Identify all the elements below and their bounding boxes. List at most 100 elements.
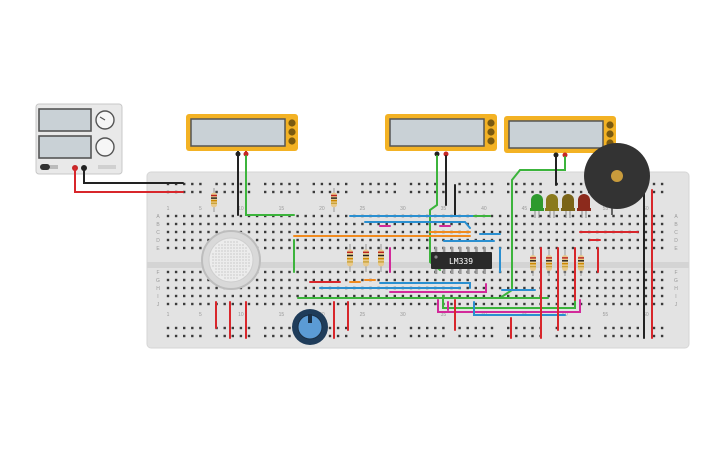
breadboard-hole[interactable] <box>612 246 615 250</box>
breadboard-hole[interactable] <box>166 246 170 250</box>
breadboard-hole[interactable] <box>571 246 575 250</box>
breadboard-hole[interactable] <box>377 222 380 226</box>
breadboard-hole[interactable] <box>191 286 194 290</box>
breadboard-hole[interactable] <box>199 214 202 218</box>
breadboard-hole[interactable] <box>612 278 615 282</box>
breadboard-hole[interactable] <box>434 190 437 194</box>
breadboard-hole[interactable] <box>393 182 396 186</box>
breadboard-hole[interactable] <box>401 246 405 250</box>
breadboard-hole[interactable] <box>660 214 664 218</box>
breadboard-hole[interactable] <box>174 238 178 242</box>
breadboard-hole[interactable] <box>336 246 340 250</box>
breadboard-hole[interactable] <box>563 230 567 234</box>
breadboard-hole[interactable] <box>628 334 631 338</box>
breadboard-hole[interactable] <box>588 286 591 290</box>
breadboard-hole[interactable] <box>612 222 615 226</box>
breadboard-hole[interactable] <box>385 238 388 242</box>
breadboard-hole[interactable] <box>239 294 243 298</box>
breadboard-hole[interactable] <box>336 334 340 338</box>
breadboard-hole[interactable] <box>588 214 591 218</box>
breadboard-hole[interactable] <box>579 214 583 218</box>
breadboard-hole[interactable] <box>223 334 226 338</box>
breadboard-hole[interactable] <box>660 222 664 226</box>
breadboard-hole[interactable] <box>539 214 542 218</box>
breadboard-hole[interactable] <box>434 278 437 282</box>
breadboard-hole[interactable] <box>272 270 275 274</box>
breadboard-hole[interactable] <box>531 278 534 282</box>
breadboard-hole[interactable] <box>377 302 380 306</box>
wires[interactable] <box>74 155 653 339</box>
breadboard-hole[interactable] <box>231 334 234 338</box>
breadboard-hole[interactable] <box>523 294 526 298</box>
breadboard-hole[interactable] <box>401 294 405 298</box>
breadboard-hole[interactable] <box>620 222 623 226</box>
breadboard-hole[interactable] <box>207 302 210 306</box>
breadboard-hole[interactable] <box>385 294 388 298</box>
breadboard-hole[interactable] <box>579 190 583 194</box>
breadboard-hole[interactable] <box>345 182 348 186</box>
breadboard-hole[interactable] <box>264 302 267 306</box>
breadboard-hole[interactable] <box>183 214 186 218</box>
breadboard-hole[interactable] <box>255 230 259 234</box>
breadboard-hole[interactable] <box>393 246 396 250</box>
breadboard-hole[interactable] <box>328 294 332 298</box>
breadboard-hole[interactable] <box>312 222 315 226</box>
breadboard-hole[interactable] <box>345 190 348 194</box>
breadboard-hole[interactable] <box>563 246 567 250</box>
breadboard-hole[interactable] <box>547 214 550 218</box>
resistor[interactable] <box>578 250 584 276</box>
breadboard-hole[interactable] <box>199 230 202 234</box>
breadboard-hole[interactable] <box>215 214 218 218</box>
breadboard-hole[interactable] <box>166 302 170 306</box>
breadboard-hole[interactable] <box>539 230 542 234</box>
breadboard-hole[interactable] <box>207 214 210 218</box>
breadboard-hole[interactable] <box>312 182 315 186</box>
breadboard-hole[interactable] <box>628 326 631 330</box>
breadboard-hole[interactable] <box>555 286 558 290</box>
breadboard-hole[interactable] <box>247 302 251 306</box>
breadboard-hole[interactable] <box>426 246 429 250</box>
resistor[interactable] <box>378 244 384 272</box>
breadboard-hole[interactable] <box>247 286 251 290</box>
breadboard-hole[interactable] <box>507 222 510 226</box>
breadboard-hole[interactable] <box>490 334 494 338</box>
breadboard-hole[interactable] <box>482 230 486 234</box>
breadboard-hole[interactable] <box>636 222 639 226</box>
breadboard-hole[interactable] <box>239 214 243 218</box>
breadboard-hole[interactable] <box>442 182 445 186</box>
breadboard-hole[interactable] <box>361 222 364 226</box>
breadboard-hole[interactable] <box>523 270 526 274</box>
breadboard-hole[interactable] <box>490 222 494 226</box>
breadboard-hole[interactable] <box>588 246 591 250</box>
breadboard-hole[interactable] <box>304 270 307 274</box>
resistor[interactable] <box>546 250 552 276</box>
breadboard-hole[interactable] <box>377 190 380 194</box>
breadboard-hole[interactable] <box>466 294 469 298</box>
breadboard-hole[interactable] <box>458 222 461 226</box>
breadboard-hole[interactable] <box>571 230 575 234</box>
breadboard-hole[interactable] <box>393 190 396 194</box>
breadboard-hole[interactable] <box>571 214 575 218</box>
breadboard-hole[interactable] <box>644 246 648 250</box>
breadboard-hole[interactable] <box>304 238 307 242</box>
breadboard-hole[interactable] <box>207 278 210 282</box>
breadboard-hole[interactable] <box>563 286 567 290</box>
breadboard-hole[interactable] <box>628 286 631 290</box>
breadboard-hole[interactable] <box>498 230 502 234</box>
breadboard-hole[interactable] <box>264 294 267 298</box>
breadboard-hole[interactable] <box>264 222 267 226</box>
breadboard-hole[interactable] <box>166 294 170 298</box>
breadboard-hole[interactable] <box>312 214 315 218</box>
breadboard-hole[interactable] <box>426 302 429 306</box>
breadboard-hole[interactable] <box>223 294 226 298</box>
breadboard-hole[interactable] <box>353 294 356 298</box>
led-red[interactable] <box>577 194 591 218</box>
breadboard-hole[interactable] <box>336 182 340 186</box>
breadboard-hole[interactable] <box>199 286 202 290</box>
breadboard-hole[interactable] <box>409 294 413 298</box>
breadboard-hole[interactable] <box>417 302 421 306</box>
breadboard-hole[interactable] <box>353 270 356 274</box>
breadboard-hole[interactable] <box>336 190 340 194</box>
breadboard-hole[interactable] <box>426 294 429 298</box>
breadboard-hole[interactable] <box>183 238 186 242</box>
